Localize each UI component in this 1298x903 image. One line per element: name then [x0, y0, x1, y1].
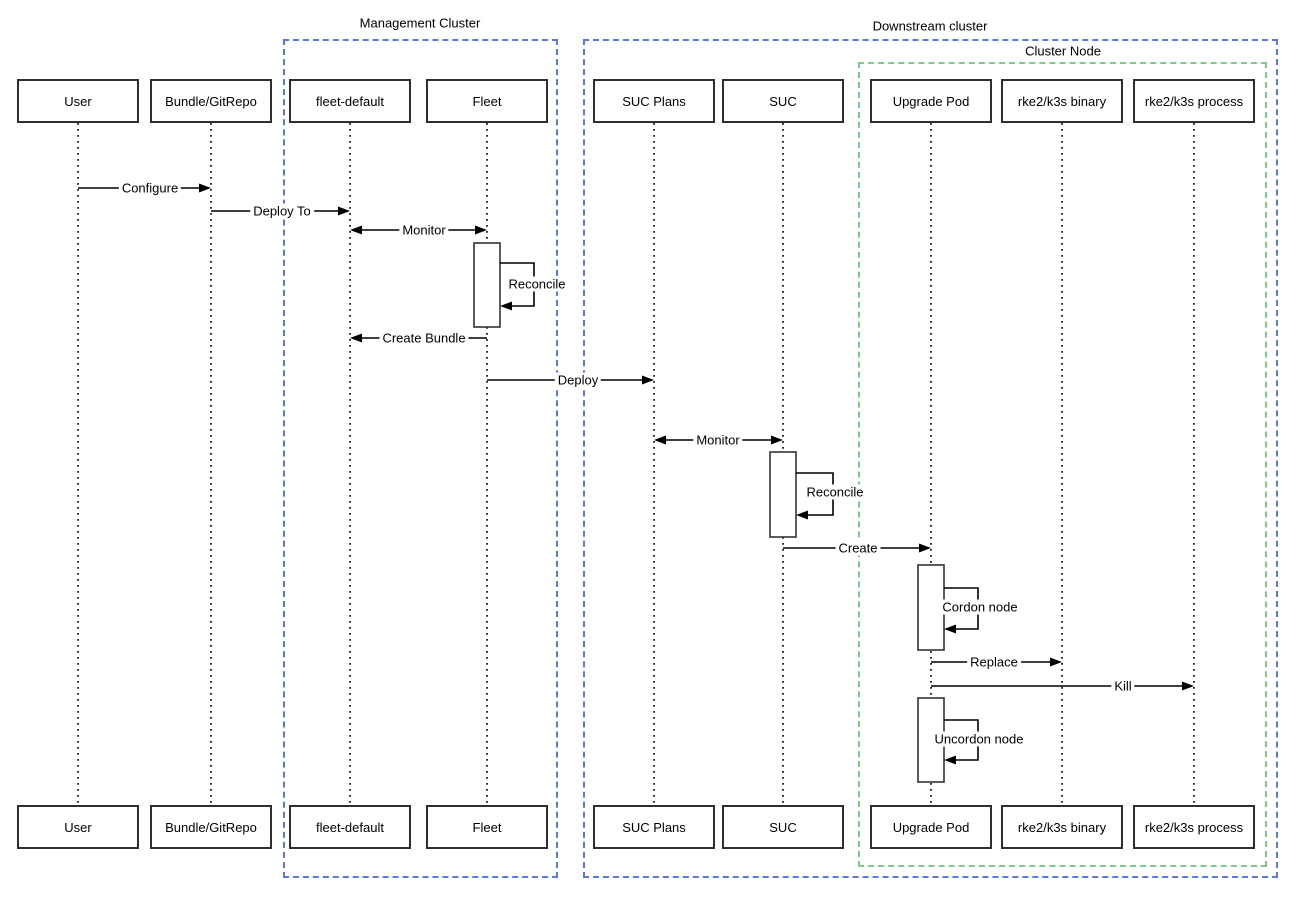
self-message-reconcile-0-label: Reconcile — [505, 276, 569, 292]
self-message-cordon-node-2-label: Cordon node — [939, 599, 1021, 615]
message-configure-0-label: Configure — [118, 180, 182, 196]
group-label-downstream-cluster: Downstream cluster — [872, 18, 988, 34]
actor-label-user-bottom: User — [64, 819, 92, 835]
self-message-reconcile-1-arrowhead — [796, 510, 808, 520]
message-create-6-arrowhead — [919, 543, 931, 553]
actor-box-suc-plans-bottom: SUC Plans — [593, 805, 715, 849]
actor-label-upgrade-pod-top: Upgrade Pod — [892, 93, 970, 109]
message-replace-7-arrowhead — [1050, 657, 1062, 667]
actor-label-rke2-k3s-process-bottom: rke2/k3s process — [1144, 819, 1244, 835]
actor-box-rke2-k3s-process-top: rke2/k3s process — [1133, 79, 1255, 123]
actor-label-user-top: User — [64, 93, 92, 109]
message-deploy-4-arrowhead — [642, 375, 654, 385]
actor-label-fleet-default-top: fleet-default — [316, 93, 384, 109]
actor-label-fleet-bottom: Fleet — [472, 819, 502, 835]
message-create-6-label: Create — [835, 540, 881, 556]
message-monitor-5-label: Monitor — [693, 432, 743, 448]
actor-label-upgrade-pod-bottom: Upgrade Pod — [892, 819, 970, 835]
self-message-cordon-node-2-arrowhead — [944, 624, 956, 634]
actor-label-suc-plans-top: SUC Plans — [622, 93, 686, 109]
actor-box-rke2-k3s-binary-bottom: rke2/k3s binary — [1001, 805, 1123, 849]
group-downstream-cluster — [583, 39, 1278, 878]
message-monitor-2-arrowhead-back — [350, 225, 362, 235]
actor-box-fleet-top: Fleet — [426, 79, 548, 123]
message-deploy-to-1-label: Deploy To — [250, 203, 314, 219]
group-label-cluster-node: Cluster Node — [1025, 43, 1101, 59]
actor-label-bundle-gitrepo-bottom: Bundle/GitRepo — [165, 819, 257, 835]
message-configure-0-arrowhead — [199, 183, 211, 193]
self-message-reconcile-1-label: Reconcile — [803, 484, 867, 500]
actor-box-user-bottom: User — [17, 805, 139, 849]
group-label-management-cluster: Management Cluster — [359, 15, 481, 31]
message-deploy-4-label: Deploy — [554, 372, 602, 388]
message-create-bundle-3-label: Create Bundle — [379, 330, 469, 346]
actor-box-upgrade-pod-top: Upgrade Pod — [870, 79, 992, 123]
actor-label-fleet-top: Fleet — [472, 93, 502, 109]
activation-suc-1 — [769, 451, 797, 538]
message-monitor-2-arrowhead — [475, 225, 487, 235]
message-monitor-2-label: Monitor — [399, 222, 449, 238]
actor-label-rke2-k3s-process-top: rke2/k3s process — [1144, 93, 1244, 109]
actor-box-fleet-default-top: fleet-default — [289, 79, 411, 123]
message-monitor-5-arrowhead-back — [654, 435, 666, 445]
actor-box-fleet-bottom: Fleet — [426, 805, 548, 849]
message-create-bundle-3-arrowhead — [350, 333, 362, 343]
activation-fleet-0 — [473, 242, 501, 328]
actor-label-bundle-gitrepo-top: Bundle/GitRepo — [165, 93, 257, 109]
actor-box-bundle-gitrepo-top: Bundle/GitRepo — [150, 79, 272, 123]
message-kill-8-arrowhead — [1182, 681, 1194, 691]
actor-box-upgrade-pod-bottom: Upgrade Pod — [870, 805, 992, 849]
self-message-uncordon-node-3-label: Uncordon node — [931, 731, 1027, 747]
actor-box-fleet-default-bottom: fleet-default — [289, 805, 411, 849]
actor-box-bundle-gitrepo-bottom: Bundle/GitRepo — [150, 805, 272, 849]
actor-box-rke2-k3s-process-bottom: rke2/k3s process — [1133, 805, 1255, 849]
actor-label-suc-plans-bottom: SUC Plans — [622, 819, 686, 835]
actor-label-rke2-k3s-binary-bottom: rke2/k3s binary — [1017, 819, 1107, 835]
message-replace-7-label: Replace — [967, 654, 1021, 670]
message-deploy-to-1-arrowhead — [338, 206, 350, 216]
actor-box-suc-bottom: SUC — [722, 805, 844, 849]
actor-label-rke2-k3s-binary-top: rke2/k3s binary — [1017, 93, 1107, 109]
actor-box-rke2-k3s-binary-top: rke2/k3s binary — [1001, 79, 1123, 123]
group-management-cluster — [283, 39, 558, 878]
self-message-reconcile-0-arrowhead — [500, 301, 512, 311]
actor-label-suc-top: SUC — [769, 93, 797, 109]
group-cluster-node — [858, 62, 1267, 867]
actor-box-suc-plans-top: SUC Plans — [593, 79, 715, 123]
actor-label-fleet-default-bottom: fleet-default — [316, 819, 384, 835]
self-message-uncordon-node-3-arrowhead — [944, 755, 956, 765]
actor-box-user-top: User — [17, 79, 139, 123]
message-kill-8-label: Kill — [1111, 678, 1135, 694]
message-monitor-5-arrowhead — [771, 435, 783, 445]
actor-box-suc-top: SUC — [722, 79, 844, 123]
actor-label-suc-bottom: SUC — [769, 819, 797, 835]
